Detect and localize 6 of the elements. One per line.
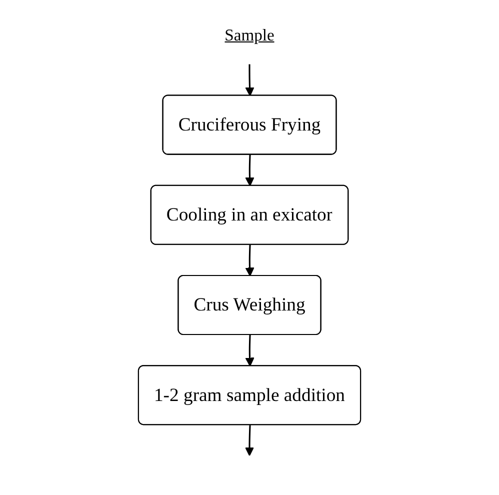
- arrow: [244, 425, 254, 456]
- arrow: [245, 334, 254, 366]
- arrow: [245, 154, 254, 186]
- node-text: Sample: [224, 26, 274, 45]
- arrow: [245, 244, 254, 276]
- arrow: [245, 64, 254, 96]
